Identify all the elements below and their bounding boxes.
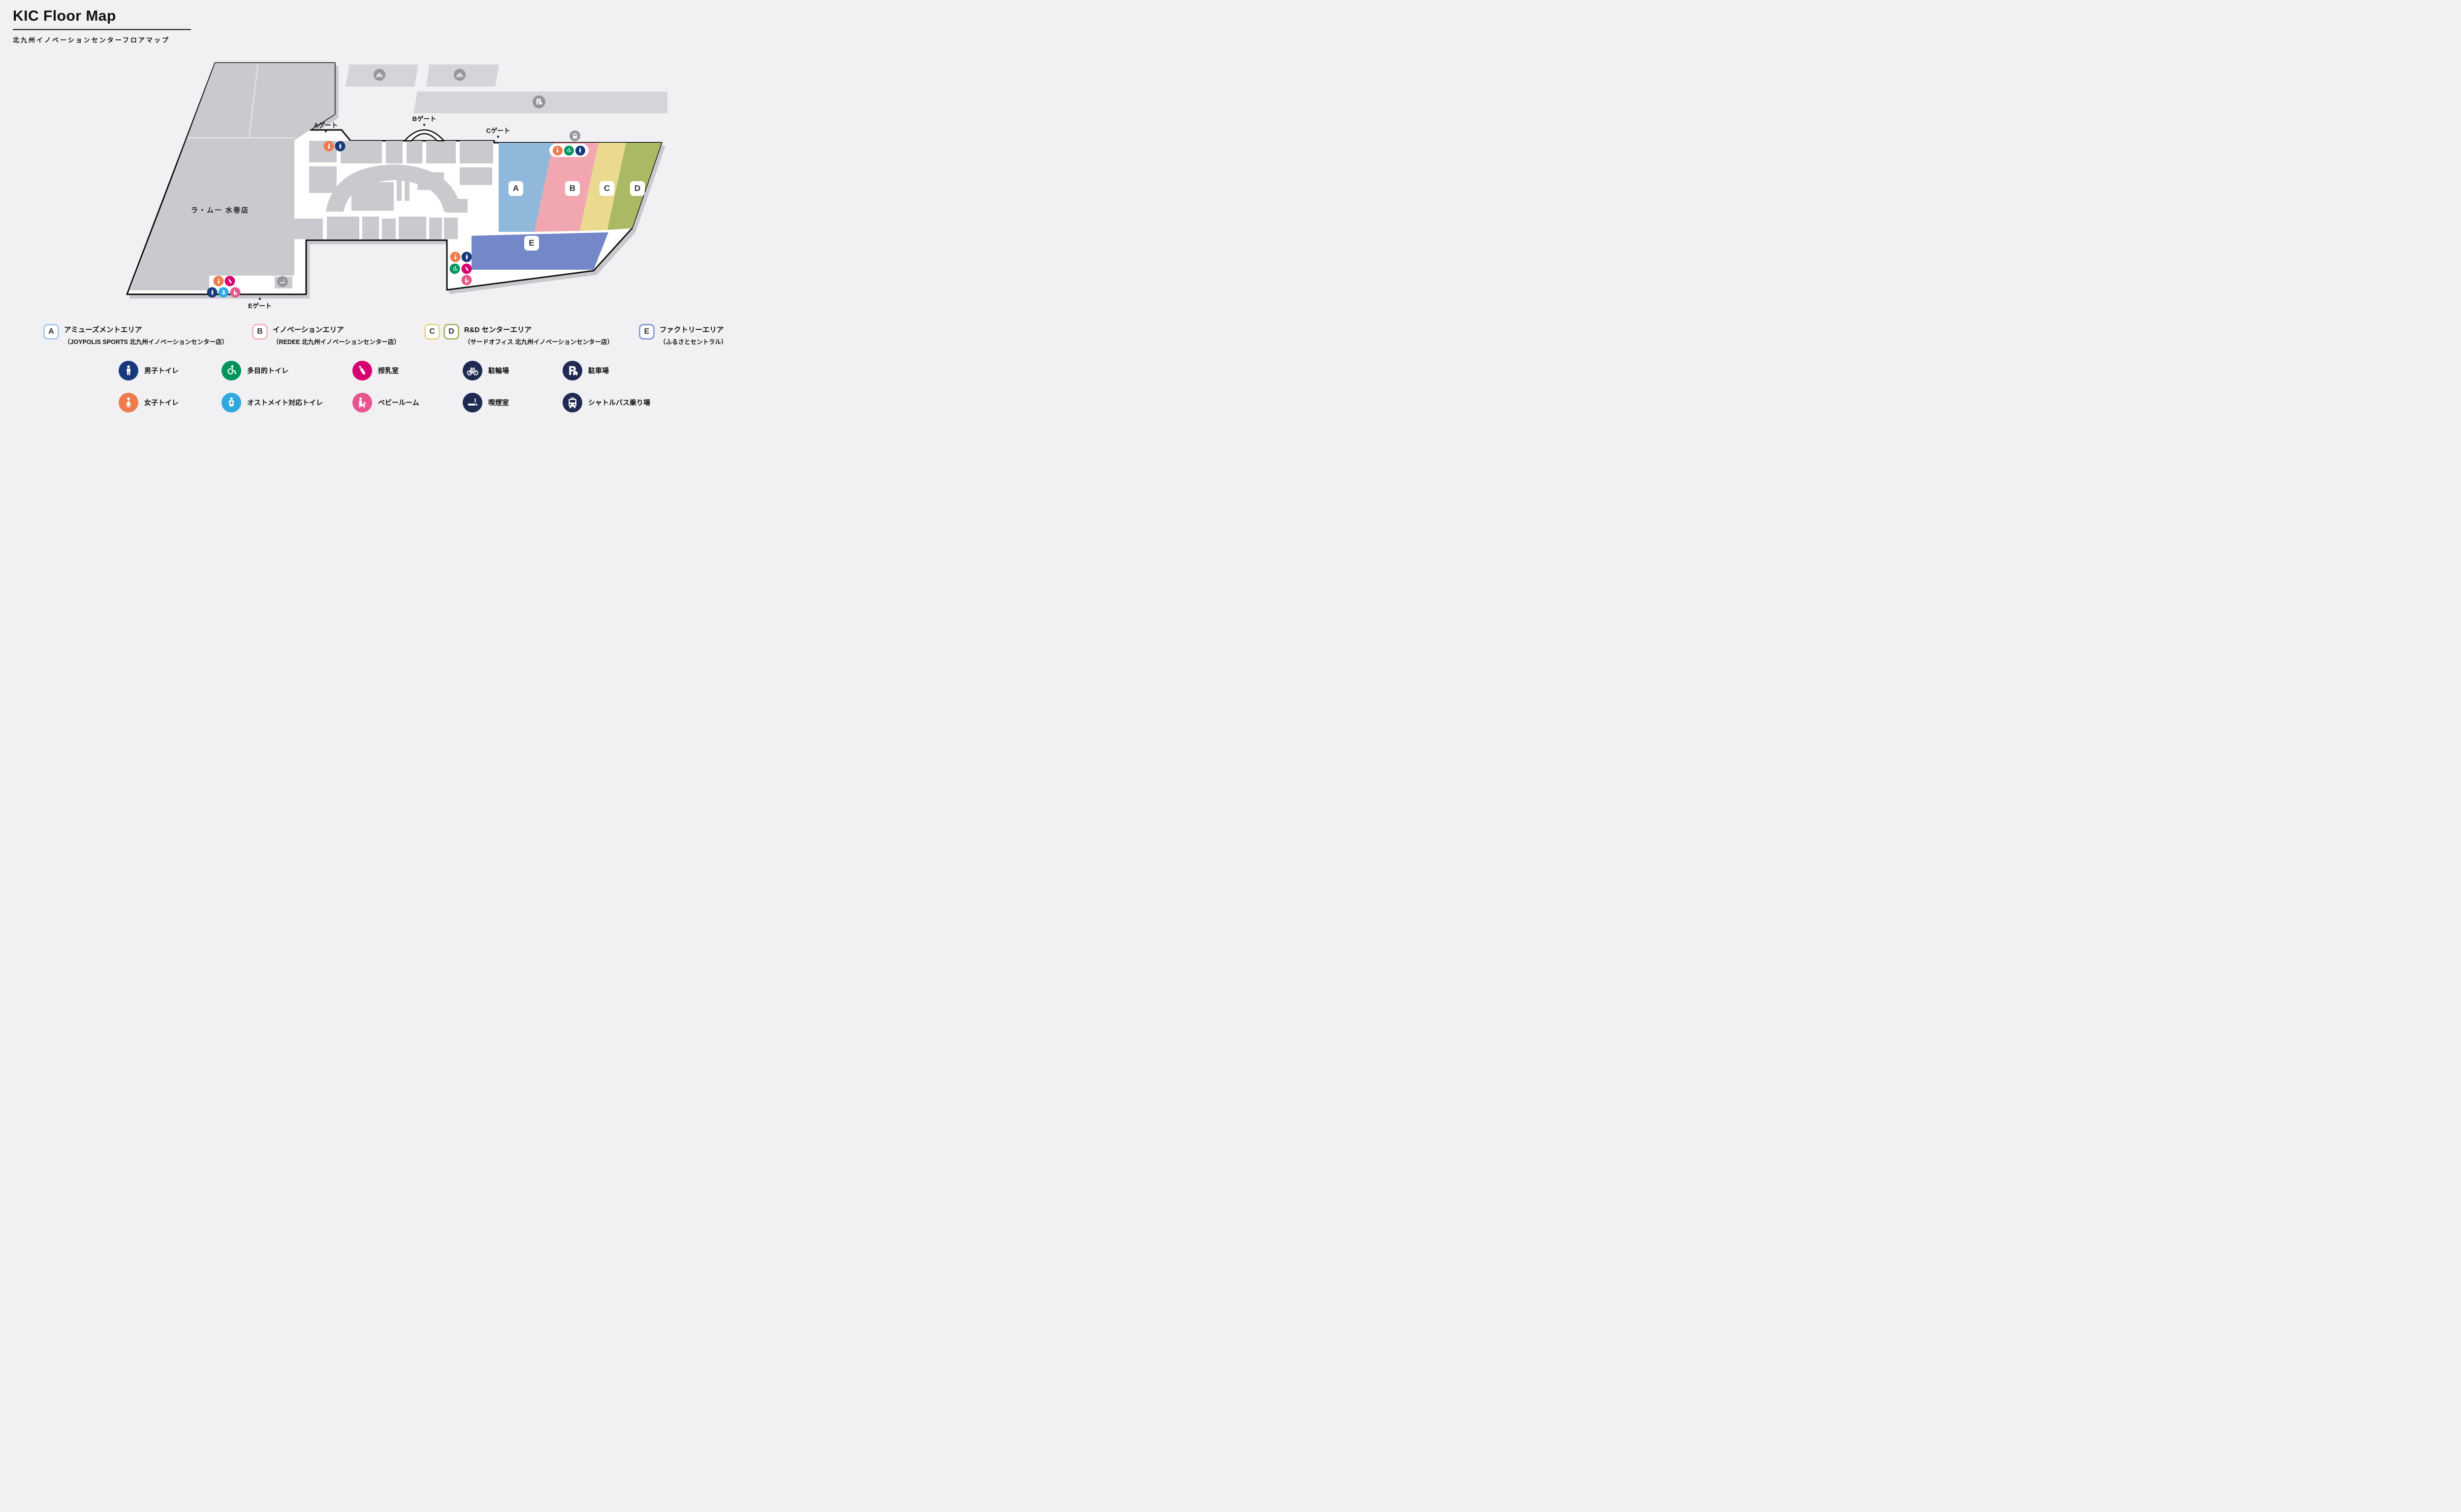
legend-label: 授乳室 xyxy=(378,367,399,375)
area-d-badge: D xyxy=(443,324,459,340)
legend-label: ベビールーム xyxy=(378,399,419,407)
accessible-toilet-icon xyxy=(221,361,241,380)
woman-toilet-icon xyxy=(323,141,334,152)
area-legend-subtitle: （JOYPOLIS SPORTS 北九州イノベーションセンター店） xyxy=(64,339,228,346)
legend-label: 女子トイレ xyxy=(144,399,179,407)
area-b-badge: B xyxy=(252,324,268,340)
kic-floor-map-page: KIC Floor Map 北九州イノベーションセンターフロアマップ xyxy=(0,0,756,425)
area-a-shape xyxy=(499,143,553,232)
area-legend-title: イノベーションエリア xyxy=(273,326,344,334)
header: KIC Floor Map 北九州イノベーションセンターフロアマップ xyxy=(13,8,191,44)
car-parking-icon xyxy=(563,361,582,380)
gate-b: Bゲート ▼ xyxy=(412,114,436,127)
car-parking-icon xyxy=(533,95,545,108)
area-legend-title: アミューズメントエリア xyxy=(64,326,142,334)
accessible-toilet-icon xyxy=(564,145,574,156)
woman-toilet-icon xyxy=(213,276,224,286)
man-toilet-icon xyxy=(119,361,138,380)
shop-blocks xyxy=(267,141,493,288)
woman-toilet-icon xyxy=(450,252,461,262)
legend-item-mens-toilet: 男子トイレ xyxy=(119,361,221,380)
baby-room-icon xyxy=(461,275,472,285)
area-c-badge: C xyxy=(424,324,440,340)
gate-c: Cゲート ▼ xyxy=(486,126,510,139)
northeast-toilet-pill xyxy=(549,144,589,157)
legend-item-nursing-room: 授乳室 xyxy=(352,361,463,380)
area-legend-title: R&D センターエリア xyxy=(464,326,532,334)
nursing-room-icon xyxy=(224,276,235,286)
gate-e-label: Eゲート xyxy=(248,302,272,310)
parking-strips xyxy=(346,64,667,113)
area-legend-subtitle: （ふるさとセントラル） xyxy=(660,339,727,346)
ostomate-toilet-icon xyxy=(221,393,241,412)
area-e-tile: E xyxy=(524,236,539,251)
area-a-badge: A xyxy=(43,324,59,340)
man-toilet-icon xyxy=(461,252,472,262)
baby-room-icon xyxy=(230,287,241,298)
gate-a-arrow-icon: ▼ xyxy=(323,129,328,134)
legend-label: 駐車場 xyxy=(588,367,609,375)
gate-b-label: Bゲート xyxy=(412,115,437,123)
page-subtitle: 北九州イノベーションセンターフロアマップ xyxy=(13,36,170,44)
legend-label: シャトルバス乗り場 xyxy=(588,399,650,407)
area-legend-title: ファクトリーエリア xyxy=(660,326,724,334)
legend-label: 多目的トイレ xyxy=(247,367,288,375)
area-legend-innovation: B イノベーションエリア （REDEE 北九州イノベーションセンター店） xyxy=(252,324,400,346)
ostomate-toilet-icon xyxy=(218,287,229,298)
title-underline xyxy=(13,29,191,30)
legend-item-shuttle-bus: シャトルバス乗り場 xyxy=(563,393,650,412)
area-a-tile: A xyxy=(508,181,523,196)
gate-b-arch xyxy=(404,129,445,142)
gate-b-arrow-icon: ▼ xyxy=(422,123,427,127)
nursing-room-icon xyxy=(352,361,372,380)
accessible-toilet-icon xyxy=(449,263,460,274)
legend-item-bicycle-parking: 駐輪場 xyxy=(463,361,563,380)
gate-e: ▲ Eゲート xyxy=(248,296,272,310)
smoking-room-icon xyxy=(277,276,288,287)
facility-icon-legend: 男子トイレ 多目的トイレ 授乳室 駐輪場 駐車場 女子トイレ オストメイト対応ト… xyxy=(119,361,650,412)
shuttle-bus-icon xyxy=(569,130,580,141)
baby-room-icon xyxy=(352,393,372,412)
man-toilet-icon xyxy=(207,287,218,298)
area-legend-factory: E ファクトリーエリア （ふるさとセントラル） xyxy=(639,324,727,346)
area-c-tile: C xyxy=(599,181,614,196)
area-e-badge: E xyxy=(639,324,655,340)
area-legend-subtitle: （REDEE 北九州イノベーションセンター店） xyxy=(273,339,400,346)
bicycle-parking-icon xyxy=(374,69,385,81)
area-legend-subtitle: （サードオフィス 北九州イノベーションセンター店） xyxy=(464,339,613,346)
legend-item-smoking-room: 喫煙室 xyxy=(463,393,563,412)
gate-a: Aゲート ▼ xyxy=(314,120,338,134)
smoking-room-icon xyxy=(463,393,482,412)
anchor-store-building xyxy=(130,63,335,290)
gate-c-label: Cゲート xyxy=(486,127,510,134)
woman-toilet-icon xyxy=(553,145,563,156)
legend-label: 喫煙室 xyxy=(488,399,509,407)
nursing-room-icon xyxy=(461,263,472,274)
gate-c-arrow-icon: ▼ xyxy=(496,134,501,139)
legend-item-accessible-toilet: 多目的トイレ xyxy=(221,361,352,380)
bicycle-parking-icon xyxy=(454,69,466,81)
legend-label: オストメイト対応トイレ xyxy=(247,399,323,407)
page-title: KIC Floor Map xyxy=(13,8,116,24)
gate-e-arrow-icon: ▲ xyxy=(257,296,262,301)
area-d-tile: D xyxy=(630,181,645,196)
area-legend-rd-center: C D R&D センターエリア （サードオフィス 北九州イノベーションセンター店… xyxy=(424,324,613,346)
legend-item-womens-toilet: 女子トイレ xyxy=(119,393,221,412)
bicycle-parking-icon xyxy=(463,361,482,380)
area-e-shape xyxy=(472,232,608,270)
legend-item-ostomate-toilet: オストメイト対応トイレ xyxy=(221,393,352,412)
man-toilet-icon xyxy=(335,141,346,152)
gate-a-label: Aゲート xyxy=(314,122,338,129)
man-toilet-icon xyxy=(575,145,585,156)
area-legend-amusement: A アミューズメントエリア （JOYPOLIS SPORTS 北九州イノベーショ… xyxy=(43,324,228,346)
building-partition-lines xyxy=(188,63,295,138)
woman-toilet-icon xyxy=(119,393,138,412)
legend-item-baby-room: ベビールーム xyxy=(352,393,463,412)
area-b-tile: B xyxy=(565,181,580,196)
legend-label: 駐輪場 xyxy=(488,367,509,375)
legend-label: 男子トイレ xyxy=(144,367,179,375)
anchor-store-label: ラ・ムー 水巻店 xyxy=(191,206,249,214)
shuttle-bus-icon xyxy=(563,393,582,412)
legend-item-car-parking: 駐車場 xyxy=(563,361,650,380)
